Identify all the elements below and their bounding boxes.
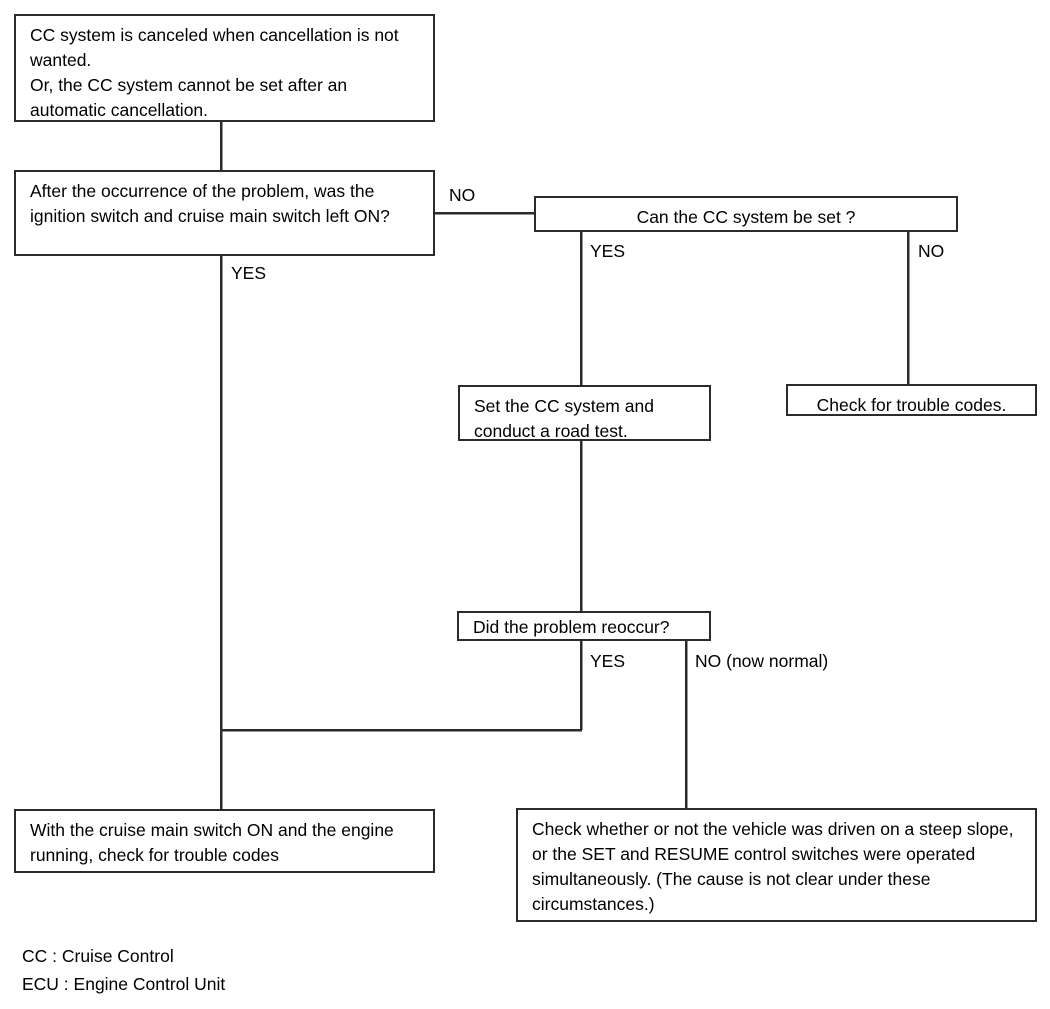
- node-question-can-set: Can the CC system be set ?: [534, 196, 958, 232]
- edge-label-ignition-no: NO: [449, 185, 476, 205]
- node-question-ignition: After the occurrence of the problem, was…: [14, 170, 435, 256]
- edge-label-reoccur-no: NO (now normal): [695, 651, 829, 671]
- node-question-reoccur: Did the problem reoccur?: [457, 611, 711, 641]
- node-problem-statement: CC system is canceled when cancellation …: [14, 14, 435, 122]
- node-action-check-conditions: Check whether or not the vehicle was dri…: [516, 808, 1037, 922]
- edge-label-canset-yes: YES: [590, 241, 626, 261]
- edge-label-ignition-yes: YES: [231, 263, 267, 283]
- node-action-cruise-on-codes: With the cruise main switch ON and the e…: [14, 809, 435, 873]
- edge-label-reoccur-yes: YES: [590, 651, 626, 671]
- node-action-check-codes: Check for trouble codes.: [786, 384, 1037, 416]
- legend-ecu: ECU : Engine Control Unit: [22, 974, 226, 994]
- edge-label-canset-no: NO: [918, 241, 945, 261]
- node-action-road-test: Set the CC system and conduct a road tes…: [458, 385, 711, 441]
- legend-cc: CC : Cruise Control: [22, 946, 174, 966]
